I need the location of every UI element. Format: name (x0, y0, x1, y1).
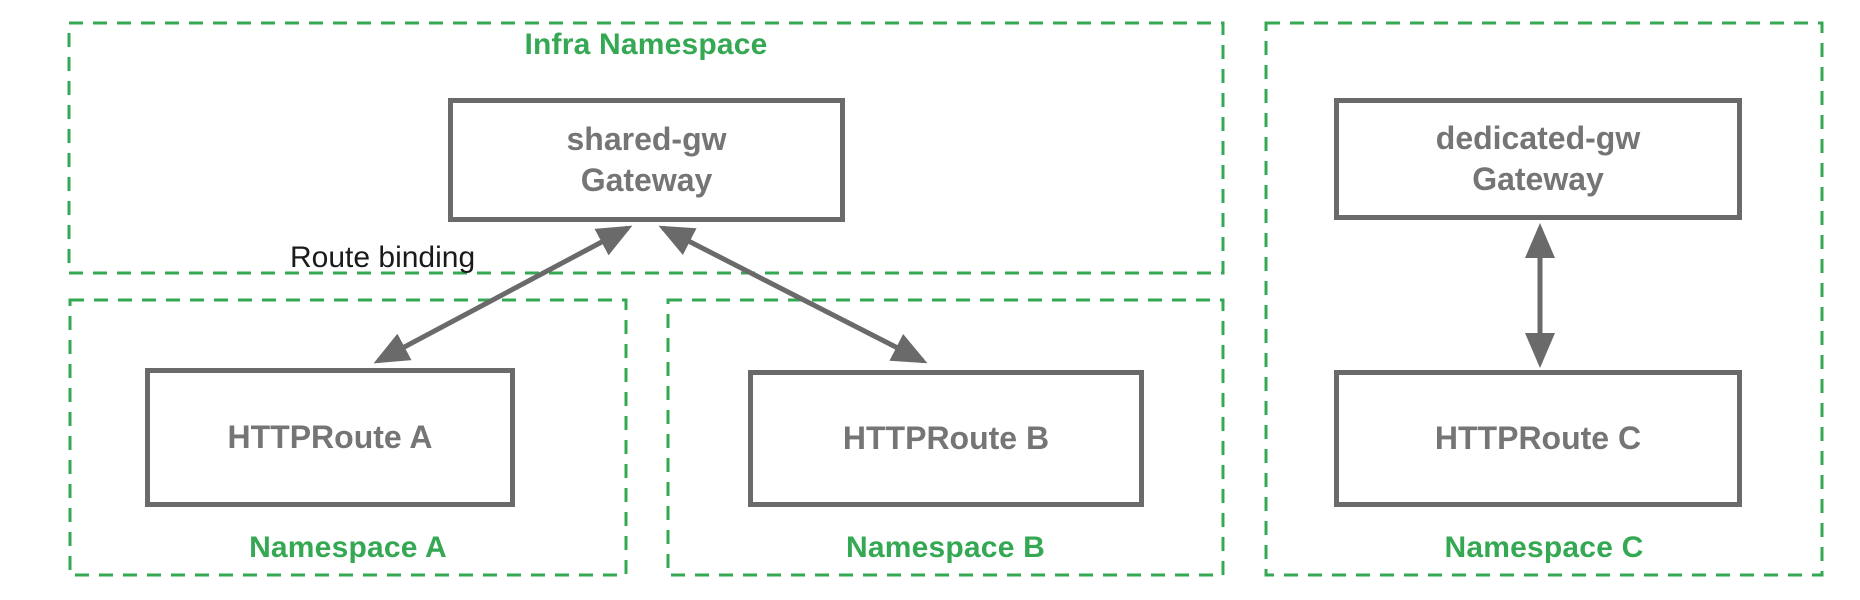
namespace-a-label: Namespace A (249, 531, 447, 564)
shared-gw-gateway-node: shared-gw Gateway (448, 98, 845, 222)
dedicated-gw-gateway-type: Gateway (1472, 161, 1604, 197)
shared-gw-gateway-type: Gateway (580, 162, 713, 198)
httproute-a-label: HTTPRoute A (227, 419, 433, 456)
dedicated-gw-gateway-node: dedicated-gw Gateway (1334, 98, 1742, 220)
httproute-c-node: HTTPRoute C (1334, 370, 1742, 507)
httproute-c-label: HTTPRoute C (1434, 420, 1642, 457)
httproute-a-node: HTTPRoute A (145, 368, 515, 507)
route-binding-arrow-b (658, 225, 928, 364)
dedicated-gw-gateway-name: dedicated-gw (1435, 120, 1641, 157)
namespace-b-label: Namespace B (846, 531, 1045, 564)
httproute-b-node: HTTPRoute B (748, 370, 1144, 507)
namespace-c-label: Namespace C (1444, 531, 1644, 564)
httproute-b-label: HTTPRoute B (842, 420, 1050, 457)
route-binding-annotation: Route binding (290, 241, 476, 274)
shared-gw-gateway-name: shared-gw (566, 121, 727, 158)
infra-namespace-label: Infra Namespace (524, 28, 768, 61)
